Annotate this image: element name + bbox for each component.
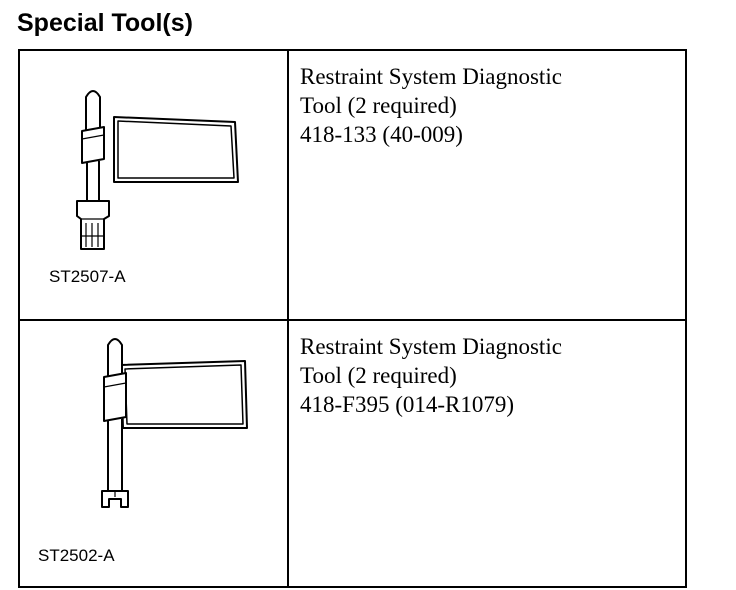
tool-code: ST2507-A — [49, 267, 126, 286]
diagnostic-tool-connector-icon — [76, 90, 239, 250]
tool-illustration-cell: ST2507-A — [18, 49, 289, 321]
tool-name-line-1: Restraint System Diagnostic — [300, 64, 562, 89]
special-tools-table: ST2507-A Restraint System Diagnostic Too… — [18, 49, 687, 588]
tool-description-cell: Restraint System Diagnostic Tool (2 requ… — [287, 49, 687, 321]
tool-code: ST2502-A — [38, 546, 115, 565]
tool-part-number: 418-133 (40-009) — [300, 122, 463, 147]
diagnostic-tool-fork-icon — [101, 338, 248, 508]
tool-row: ST2507-A Restraint System Diagnostic Too… — [18, 49, 687, 321]
tool-row: ST2502-A Restraint System Diagnostic Too… — [18, 319, 687, 588]
tool-illustration-cell: ST2502-A — [18, 319, 289, 588]
tool-name-line-2: Tool (2 required) — [300, 363, 457, 388]
tool-name-line-1: Restraint System Diagnostic — [300, 334, 562, 359]
tool-name-line-2: Tool (2 required) — [300, 93, 457, 118]
tool-description-cell: Restraint System Diagnostic Tool (2 requ… — [287, 319, 687, 588]
page-title: Special Tool(s) — [17, 9, 193, 37]
tool-part-number: 418-F395 (014-R1079) — [300, 392, 515, 417]
